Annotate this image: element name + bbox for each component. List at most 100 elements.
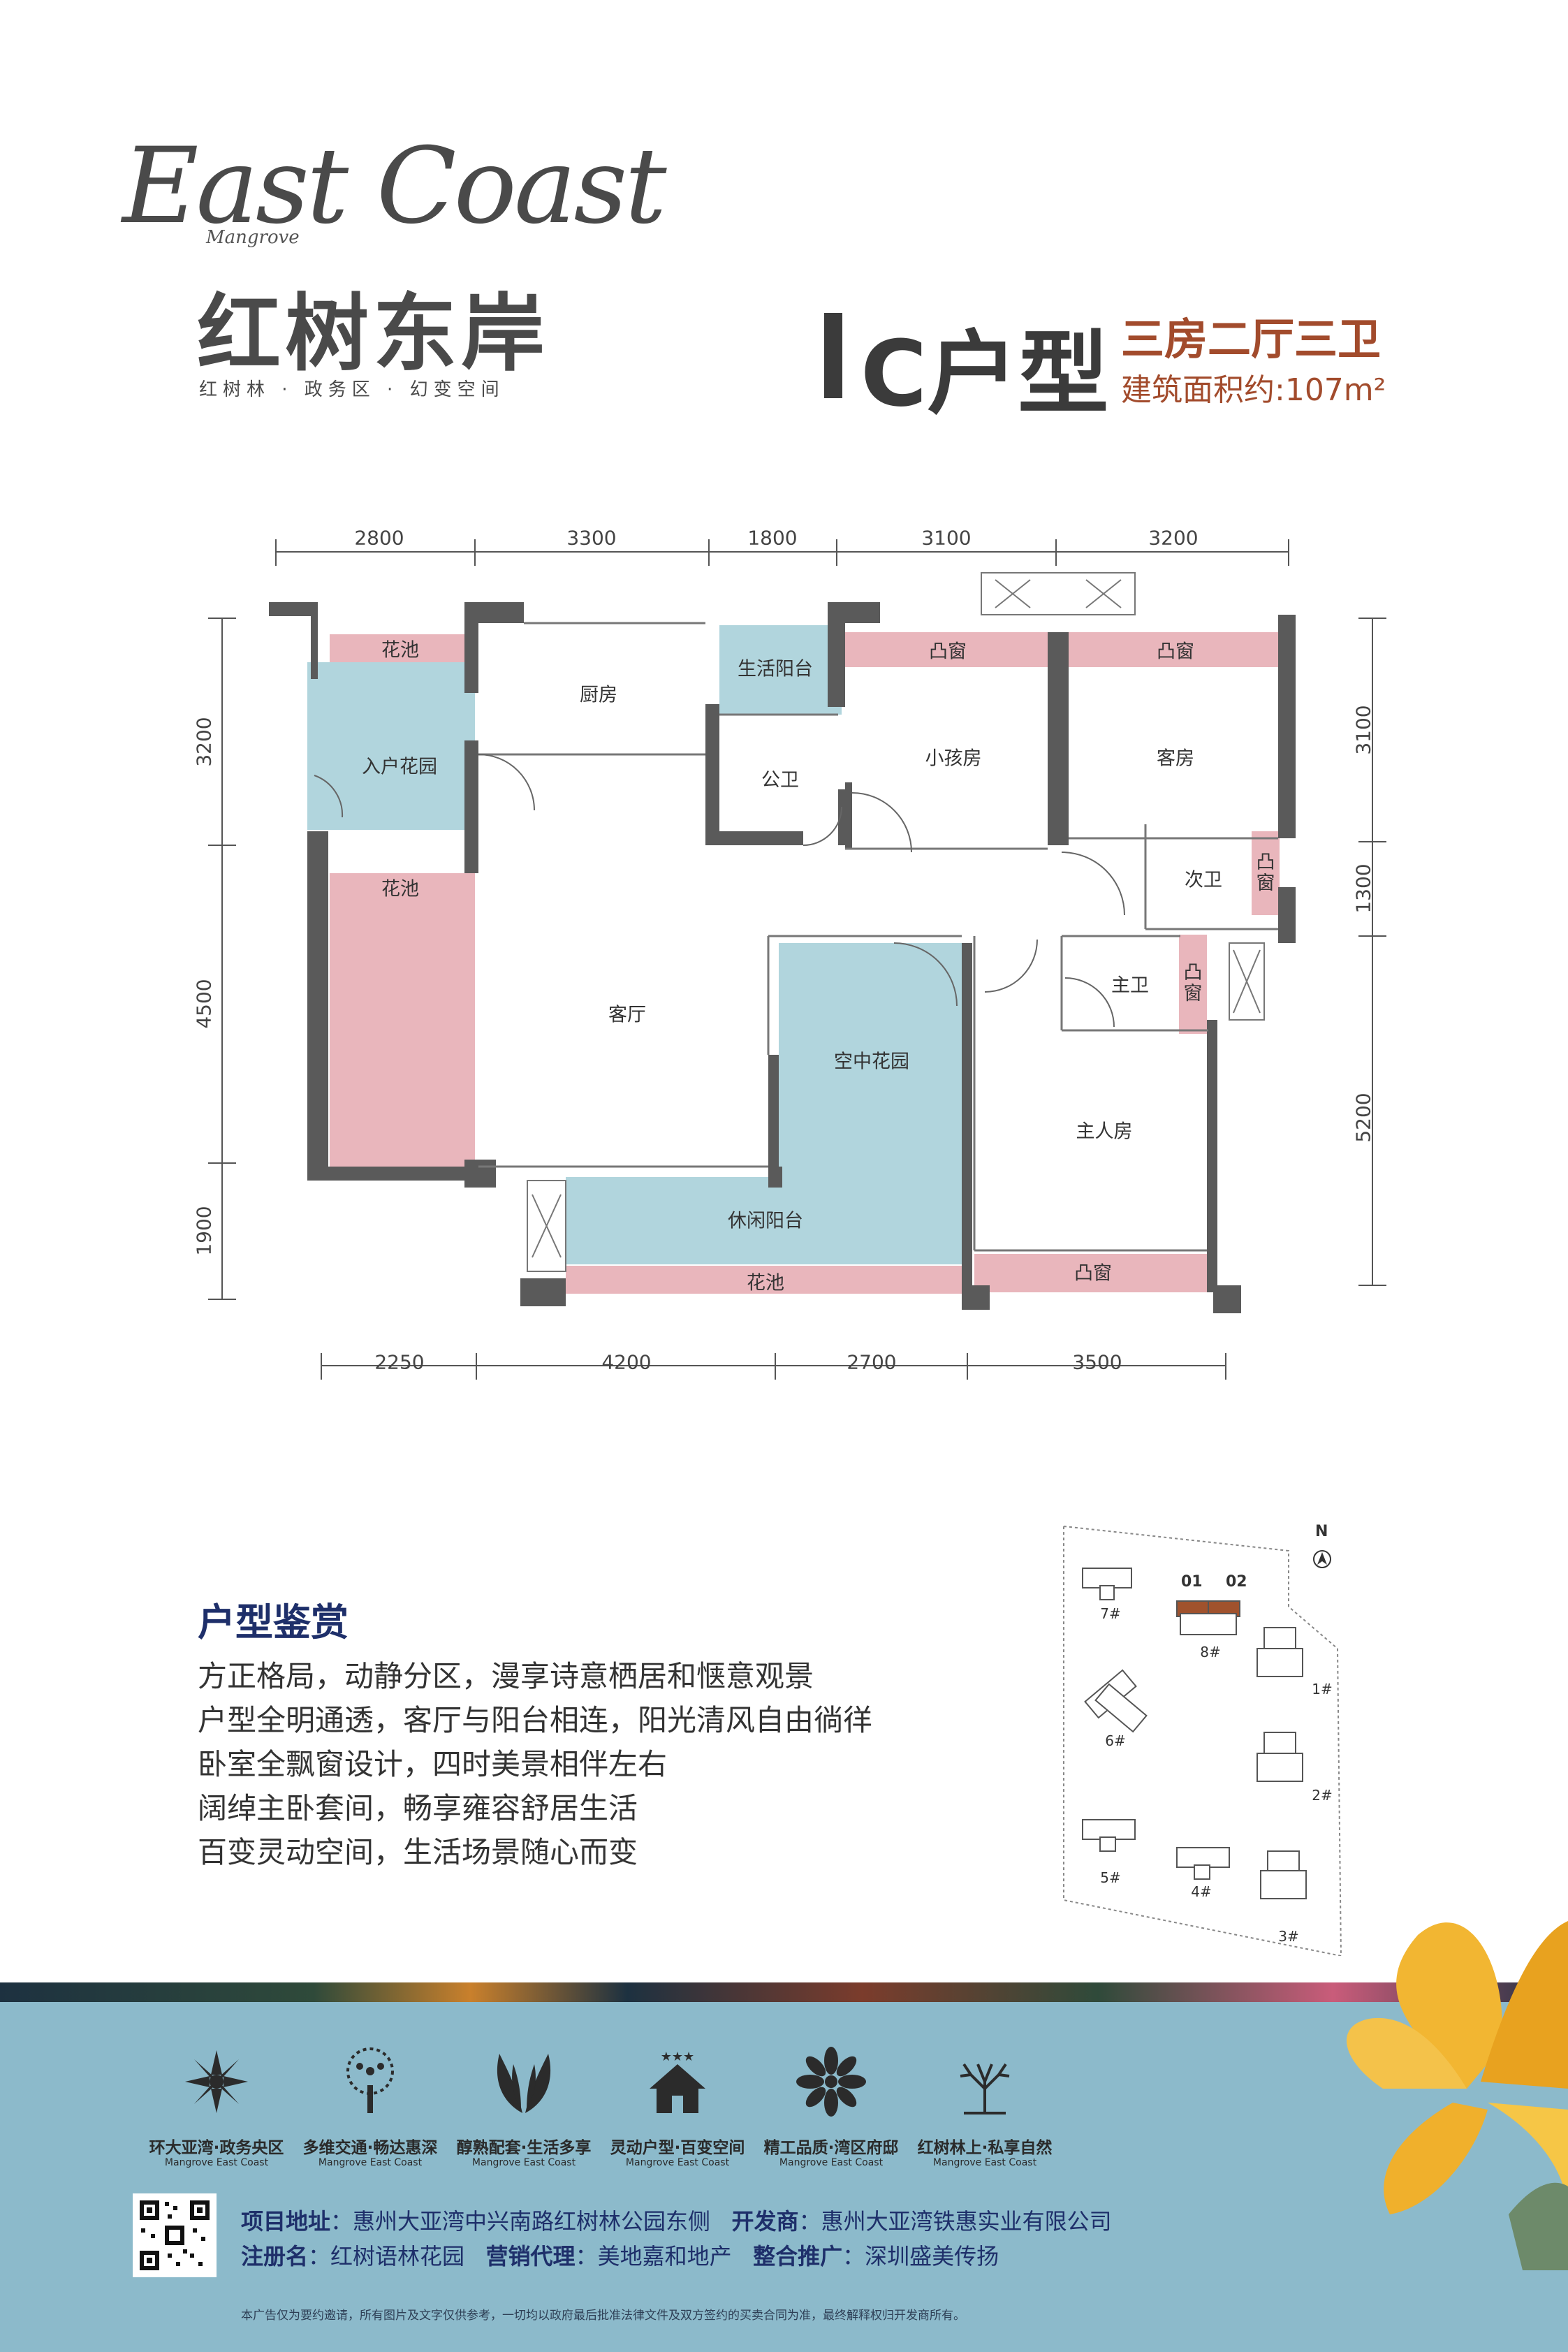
feature-badge-5: 精工品质·湾区府邸 Mangrove East Coast <box>744 2043 918 2183</box>
feature-badge-title: 精工品质·湾区府邸 <box>763 2139 899 2157</box>
unit-area: 建筑面积约:107m² <box>1121 372 1386 408</box>
feature-badge-title: 醇熟配套·生活多享 <box>456 2139 592 2157</box>
info-line-registration: 注册名：红树语林花园 营销代理：美地嘉和地产 整合推广：深圳盛美传扬 <box>241 2239 999 2271</box>
unit-02-label: 02 <box>1226 1573 1247 1591</box>
feature-item: 百变灵动空间，生活场景随心而变 <box>198 1835 638 1869</box>
building-8: 8# <box>1200 1644 1221 1660</box>
dim-top-4: 3100 <box>921 526 972 550</box>
room-bay-side-1: 凸窗 <box>1256 852 1275 894</box>
dim-top-2: 3300 <box>566 526 617 550</box>
building-1: 1# <box>1312 1681 1333 1697</box>
floor-plan-drawing <box>208 539 1386 1380</box>
agent-value: ：美地嘉和地产 <box>575 2243 732 2270</box>
brand-script-sub: Mangrove <box>206 227 300 248</box>
building-6: 6# <box>1105 1732 1126 1749</box>
room-leisure-balcony: 休闲阳台 <box>728 1210 803 1232</box>
room-master: 主人房 <box>1076 1120 1133 1143</box>
feature-item: 户型全明通透，客厅与阳台相连，阳光清风自由徜徉 <box>198 1703 873 1737</box>
wings-icon <box>485 2043 562 2120</box>
flower-wheel-icon <box>178 2043 255 2120</box>
feature-badge-1: 环大亚湾·政务央区 Mangrove East Coast <box>129 2043 304 2183</box>
room-bay-side-2: 凸窗 <box>1183 962 1203 1005</box>
dim-top-3: 1800 <box>747 526 798 550</box>
address-label: 项目地址 <box>241 2208 331 2235</box>
qr-code-icon <box>137 2198 212 2273</box>
dim-left-3: 1900 <box>192 1206 216 1256</box>
feature-badge-4: ★★★ 灵动户型·百变空间 Mangrove East Coast <box>590 2043 765 2183</box>
disclaimer: 本广告仅为要约邀请，所有图片及文字仅供参考，一切均以政府最后批准法律文件及双方签… <box>241 2309 965 2323</box>
north-label: N <box>1315 1523 1328 1540</box>
room-master-bath: 主卫 <box>1111 974 1149 997</box>
feature-badge-title: 环大亚湾·政务央区 <box>149 2139 284 2157</box>
brand-slogan: 红树林 · 政务区 · 幻变空间 <box>199 379 505 400</box>
room-kids: 小孩房 <box>925 747 982 770</box>
room-sky-garden: 空中花园 <box>834 1051 909 1073</box>
developer-value: ：惠州大亚湾铁惠实业有限公司 <box>798 2208 1112 2235</box>
room-huachi-bottom: 花池 <box>747 1272 784 1294</box>
feature-badge-sub: Mangrove East Coast <box>932 2157 1037 2168</box>
feature-badge-2: 多维交通·畅达惠深 Mangrove East Coast <box>283 2043 457 2183</box>
building-5: 5# <box>1100 1869 1121 1886</box>
promo-value: ：深圳盛美传扬 <box>842 2243 999 2270</box>
room-guest: 客房 <box>1157 747 1194 770</box>
feature-badge-6: 红树林上·私享自然 Mangrove East Coast <box>897 2043 1072 2183</box>
brand-name: 红树东岸 <box>197 286 549 383</box>
feature-item: 方正格局，动静分区，漫享诗意栖居和惬意观景 <box>198 1659 814 1693</box>
brand-script-logo: East Coast <box>122 126 667 247</box>
house-stars-icon: ★★★ <box>639 2043 716 2120</box>
lily-flower-icon <box>1346 1921 1568 2270</box>
feature-badge-3: 醇熟配套·生活多享 Mangrove East Coast <box>437 2043 611 2183</box>
room-second-bath: 次卫 <box>1185 869 1222 891</box>
unit-rooms: 三房二厅三卫 <box>1121 314 1382 365</box>
site-map-drawing <box>1063 1525 1342 1957</box>
promo-label: 整合推广 <box>753 2243 843 2270</box>
room-kitchen: 厨房 <box>580 684 617 706</box>
petal-flower-icon <box>793 2043 870 2120</box>
features-title: 户型鉴赏 <box>198 1600 349 1644</box>
room-huachi-left: 花池 <box>381 878 419 900</box>
room-entry-garden: 入户花园 <box>362 756 437 778</box>
svg-text:★★★: ★★★ <box>661 2050 694 2064</box>
dim-right-2: 1300 <box>1351 863 1375 914</box>
dim-top-1: 2800 <box>354 526 404 550</box>
room-service-balcony: 生活阳台 <box>738 658 813 680</box>
feature-item: 卧室全飘窗设计，四时美景相伴左右 <box>198 1747 668 1781</box>
building-4: 4# <box>1191 1883 1212 1900</box>
dim-bottom-2: 4200 <box>601 1350 652 1374</box>
room-huachi-top: 花池 <box>381 639 419 662</box>
feature-badge-title: 红树林上·私享自然 <box>917 2139 1053 2157</box>
feature-badge-sub: Mangrove East Coast <box>318 2157 423 2168</box>
feature-badge-sub: Mangrove East Coast <box>164 2157 269 2168</box>
room-public-bath: 公卫 <box>761 769 799 791</box>
feature-badge-sub: Mangrove East Coast <box>625 2157 730 2168</box>
site-map: 01 02 N 7# 8# 1# 6# 2# 5# 4# 3# <box>1058 1523 1351 1957</box>
flower-strip <box>0 1982 1568 2003</box>
feature-badge-sub: Mangrove East Coast <box>471 2157 576 2168</box>
dim-left-2: 4500 <box>192 979 216 1029</box>
qr-code[interactable] <box>133 2193 217 2277</box>
agent-label: 营销代理 <box>485 2243 576 2270</box>
feature-badge-sub: Mangrove East Coast <box>779 2157 884 2168</box>
footer <box>0 2002 1568 2352</box>
room-bay-window-2: 凸窗 <box>1157 641 1194 663</box>
unit-01-label: 01 <box>1181 1573 1203 1591</box>
dim-right-1: 3100 <box>1351 705 1375 755</box>
unit-type: C户型 <box>860 321 1109 427</box>
building-7: 7# <box>1100 1605 1121 1622</box>
dim-right-3: 5200 <box>1351 1093 1375 1143</box>
dim-bottom-1: 2250 <box>374 1350 425 1374</box>
address-value: ：惠州大亚湾中兴南路红树林公园东侧 <box>330 2208 711 2235</box>
tree-icon <box>946 2043 1023 2120</box>
type-bar <box>824 313 842 398</box>
building-3: 3# <box>1278 1928 1299 1945</box>
feature-badge-title: 多维交通·畅达惠深 <box>302 2139 438 2157</box>
room-bay-bottom: 凸窗 <box>1074 1262 1112 1285</box>
features-list: 方正格局，动静分区，漫享诗意栖居和惬意观景 户型全明通透，客厅与阳台相连，阳光清… <box>198 1654 872 1874</box>
developer-label: 开发商 <box>731 2208 799 2235</box>
feature-badge-title: 灵动户型·百变空间 <box>610 2139 745 2157</box>
room-bay-window-1: 凸窗 <box>929 641 967 663</box>
dim-bottom-4: 3500 <box>1072 1350 1122 1374</box>
floor-plan: 花池 厨房 生活阳台 凸窗 凸窗 入户花园 公卫 小孩房 客房 次卫 凸窗 花池… <box>192 526 1386 1380</box>
reg-label: 注册名 <box>241 2243 309 2270</box>
feature-item: 阔绰主卧套间，畅享雍容舒居生活 <box>198 1791 638 1825</box>
